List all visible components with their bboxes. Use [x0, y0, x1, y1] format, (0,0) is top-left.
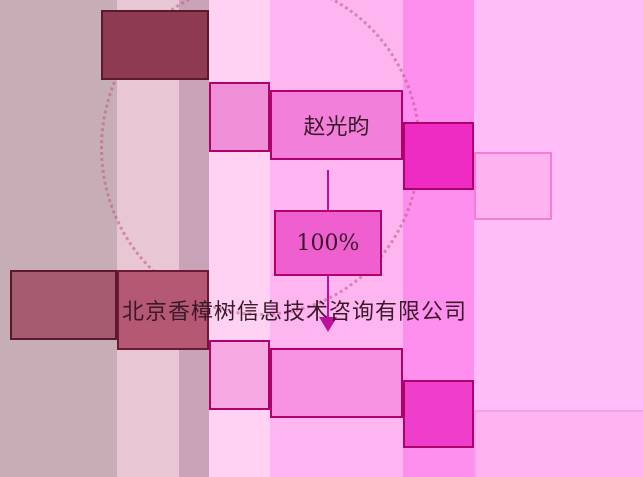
strip-1	[0, 0, 117, 477]
company-box-fragment-d	[270, 348, 403, 418]
shareholder-box-fragment-a	[101, 10, 209, 80]
shareholder-name: 赵光昀	[303, 115, 370, 140]
shareholder-box-fragment-d	[474, 152, 552, 220]
company-name: 北京香樟树信息技术咨询有限公司	[122, 300, 468, 325]
company-box-fragment-a	[10, 270, 117, 340]
shareholder-box: 赵光昀	[270, 90, 403, 160]
company-box-fragment-f	[474, 410, 643, 477]
company-box-fragment-e	[403, 380, 474, 448]
company-box-fragment-c	[209, 340, 270, 410]
percentage-box: 100%	[274, 210, 382, 276]
percentage-label: 100%	[296, 230, 360, 256]
shareholder-box-fragment-b	[209, 82, 270, 152]
strip-7	[474, 0, 643, 477]
company-box-fragment-b	[117, 270, 209, 350]
shareholder-box-fragment-c	[403, 122, 474, 190]
